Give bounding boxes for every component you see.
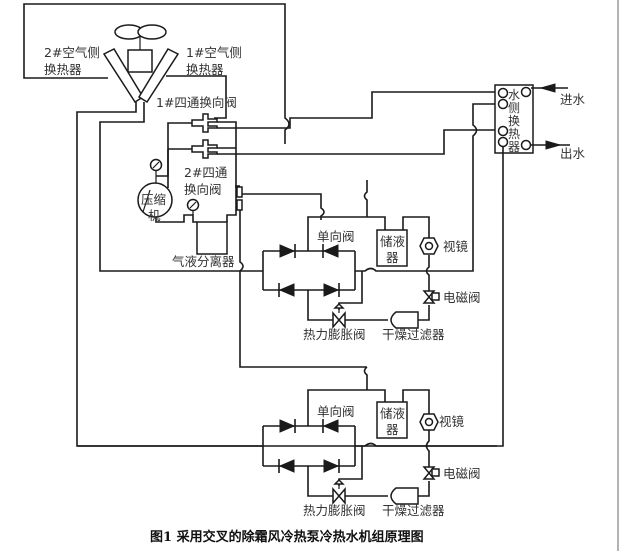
four-way-valve-pipes — [167, 91, 496, 250]
receiver-label-upper-1: 储液 — [380, 234, 406, 249]
four-way-valve-1-label: 1#四通换向阀 — [156, 95, 237, 110]
expansion-valve-icon — [332, 486, 340, 506]
check-valve-icon — [279, 419, 296, 433]
four-way-valve-1 — [191, 113, 218, 133]
connector-icon — [236, 199, 243, 211]
separator-tank-icon — [196, 221, 228, 255]
compressor-icon — [137, 182, 173, 218]
four-way-valve-2 — [191, 139, 218, 159]
sight-glass-upper — [419, 237, 439, 255]
filter-drier-label-upper: 干燥过滤器 — [382, 327, 445, 342]
receiver-label-lower-1: 储液 — [380, 406, 406, 421]
water-hx-label-char: 侧 — [508, 101, 520, 115]
solenoid-valve-lower — [422, 466, 440, 480]
check-valve-icon — [322, 419, 339, 433]
air-hx-2-label-1: 2#空气侧 — [44, 45, 100, 60]
sight-glass-label-upper: 视镜 — [443, 239, 469, 254]
port-icon — [497, 87, 509, 99]
expansion-valve-label-upper: 热力膨胀阀 — [303, 327, 366, 342]
four-way-valve-2-label-2: 换向阀 — [184, 182, 222, 197]
check-valve-icon — [279, 244, 296, 258]
fan — [114, 24, 167, 73]
water-out-arrow — [531, 140, 570, 150]
figure-caption: 图1 采用交叉的除霜风冷热泵冷热水机组原理图 — [150, 529, 424, 545]
check-valve-icon — [323, 283, 340, 297]
check-valve-icon — [278, 283, 295, 297]
solenoid-valve-label-upper: 电磁阀 — [443, 290, 481, 305]
water-hx-label-char: 器 — [508, 140, 520, 154]
gas-liquid-separator — [196, 188, 237, 255]
air-hx-2-label-2: 换热器 — [44, 62, 82, 77]
receiver-label-lower-2: 器 — [386, 422, 399, 437]
compressor-label-1: 压缩 — [141, 192, 166, 207]
expansion-circuit-upper — [241, 180, 474, 330]
check-valve-icon — [323, 459, 340, 473]
compressor — [137, 182, 173, 218]
arrow-right-icon — [545, 140, 562, 150]
expansion-valve-icon — [332, 310, 340, 330]
gas-liquid-separator-label: 气液分离器 — [172, 254, 235, 269]
air-hx-1-icon — [137, 48, 180, 104]
check-valve-label-upper: 单向阀 — [317, 229, 355, 244]
expansion-circuit-lower — [77, 366, 497, 506]
expansion-valve-lower — [332, 478, 346, 506]
port-icon — [497, 98, 509, 110]
pressure-gauge-discharge — [149, 149, 169, 183]
water-hx-label-char: 换 — [508, 114, 520, 128]
four-way-valve-2-label-1: 2#四通 — [184, 165, 228, 180]
water-in-label: 进水 — [560, 92, 586, 107]
filter-drier-icon — [390, 311, 419, 329]
air-hx-1-label-2: 换热器 — [186, 62, 224, 77]
pressure-gauge-suction — [186, 198, 200, 215]
port-icon — [497, 136, 509, 148]
receiver-tank-icon — [376, 229, 408, 267]
expansion-valve-upper — [332, 302, 346, 330]
port-icon — [520, 86, 532, 98]
receiver-label-upper-2: 器 — [386, 250, 399, 265]
sight-glass-lower — [419, 413, 439, 431]
connector-icon — [236, 186, 243, 198]
pipe-network-top — [23, 3, 497, 447]
solenoid-valve-label-lower: 电磁阀 — [443, 466, 481, 481]
check-valve-icon — [278, 459, 295, 473]
check-valve-label-lower: 单向阀 — [317, 404, 355, 419]
sight-glass-label-lower: 视镜 — [439, 414, 465, 429]
receiver-tank-icon — [376, 401, 408, 439]
filter-drier-label-lower: 干燥过滤器 — [382, 503, 445, 518]
water-hx-label-char: 热 — [508, 127, 520, 141]
air-side-heat-exchangers — [102, 48, 180, 104]
compressor-label-2: 机 — [148, 208, 161, 223]
water-out-label: 出水 — [560, 146, 586, 161]
fan-motor-icon — [127, 49, 153, 73]
port-icon — [497, 125, 509, 137]
water-side-heat-exchanger — [494, 84, 534, 154]
expansion-valve-label-lower: 热力膨胀阀 — [303, 503, 366, 518]
water-in-arrow — [531, 83, 568, 93]
check-valve-icon — [322, 244, 339, 258]
filter-drier-icon — [390, 487, 419, 505]
air-hx-1-label-1: 1#空气侧 — [186, 45, 242, 60]
port-icon — [520, 139, 532, 151]
water-hx-label-char: 水 — [508, 88, 520, 102]
arrow-left-icon — [539, 83, 556, 93]
solenoid-valve-upper — [422, 290, 440, 304]
fan-blade-icon — [137, 24, 167, 40]
